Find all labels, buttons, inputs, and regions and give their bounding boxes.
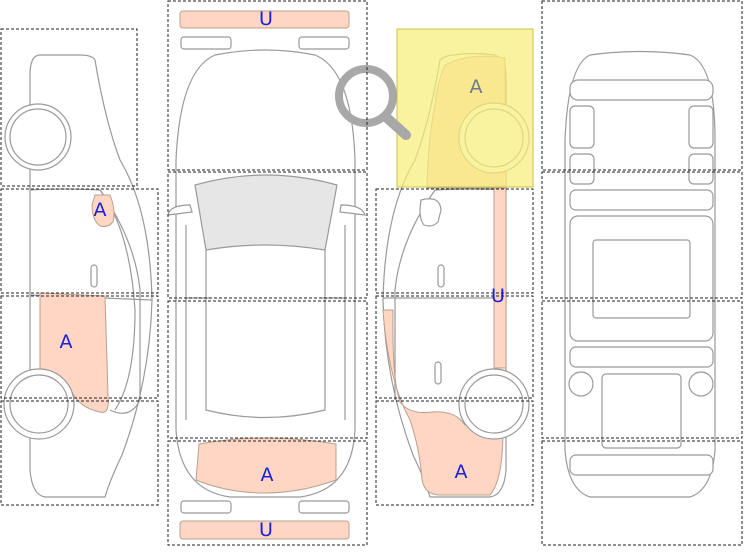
right-quarter-label: A (470, 76, 483, 98)
zone-under-rear[interactable] (541, 440, 743, 546)
left-fender-label: A (60, 331, 73, 353)
right-rear-fender-damage[interactable] (382, 309, 504, 496)
zone-right-rear-door[interactable] (375, 295, 534, 399)
rear-trunk-damage[interactable] (195, 437, 337, 494)
zone-top-front[interactable] (167, 0, 368, 171)
damage-labels: U U A A A A U A (60, 8, 505, 541)
right-side-view (382, 28, 534, 498)
trunk-label: A (261, 464, 274, 486)
right-rocker-label: U (491, 285, 505, 307)
front-bumper-label: U (259, 8, 273, 30)
left-mirror-label: A (94, 199, 107, 221)
top-view (167, 10, 366, 540)
zone-top-rear[interactable] (167, 440, 368, 546)
zone-under-rear-mid[interactable] (541, 300, 743, 439)
right-rear-fender-label: A (455, 461, 468, 483)
left-side-view (3, 54, 153, 498)
search-icon[interactable] (335, 65, 411, 140)
bottom-view (564, 50, 716, 498)
zone-right-rear[interactable] (375, 400, 534, 506)
left-mirror-damage[interactable] (91, 194, 115, 227)
zone-left-front[interactable] (0, 28, 138, 187)
rear-bumper-damage[interactable] (179, 520, 350, 540)
rear-bumper-label: U (259, 519, 273, 541)
right-rocker-damage[interactable] (493, 187, 507, 369)
zone-left-rear-door[interactable] (0, 295, 159, 399)
zone-top-windshield[interactable] (167, 171, 368, 299)
front-bumper-damage[interactable] (179, 10, 350, 29)
zone-left-front-door[interactable] (0, 188, 159, 294)
zone-under-middle[interactable] (541, 171, 743, 299)
zone-right-front-door[interactable] (375, 188, 534, 294)
selected-zone-highlight[interactable] (396, 28, 534, 188)
zone-top-roof[interactable] (167, 300, 368, 439)
zone-left-rear[interactable] (0, 400, 159, 506)
zone-under-front[interactable] (541, 0, 743, 171)
